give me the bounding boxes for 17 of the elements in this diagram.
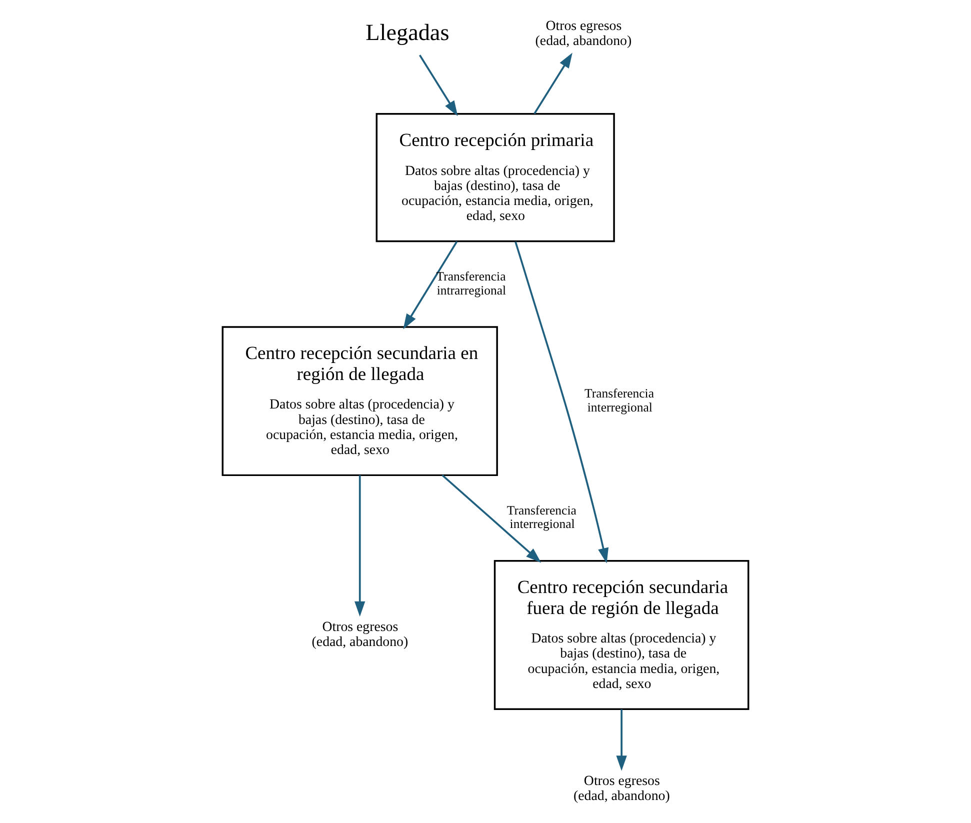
- node-text: Llegadas: [366, 20, 450, 46]
- arrow: [514, 241, 609, 564]
- edge-label: Transferencia interregional: [506, 503, 576, 532]
- node-text: Otros egresos (edad, abandono): [535, 19, 632, 50]
- arrow: [418, 54, 458, 116]
- arrow: [442, 474, 542, 563]
- arrow: [403, 241, 458, 330]
- node-text: Otros egresos (edad, abandono): [312, 620, 408, 650]
- node-box: Centro recepción secundaria en región de llegada Datos sobre altas (procedencia) y bajas (destino), tasa de ocupación, estancia media, origen, edad, sexo: [222, 326, 498, 476]
- node-box: Centro recepción secundaria fuera de región de llegada Datos sobre altas (procedencia) y bajas (destino), tasa de ocupación, estancia media, origen, edad, sexo: [494, 560, 750, 710]
- node-box: Centro recepción primaria Datos sobre altas (procedencia) y bajas (destino), tasa de ocupación, estancia media, origen, edad, sexo: [376, 113, 615, 242]
- edge-label: Transferencia intrarregional: [436, 269, 506, 298]
- arrow: [534, 52, 572, 114]
- edge-label: Transferencia interregional: [584, 386, 654, 414]
- node-text: Otros egresos (edad, abandono): [574, 774, 670, 804]
- arrow: [616, 709, 627, 771]
- arrow: [354, 475, 366, 617]
